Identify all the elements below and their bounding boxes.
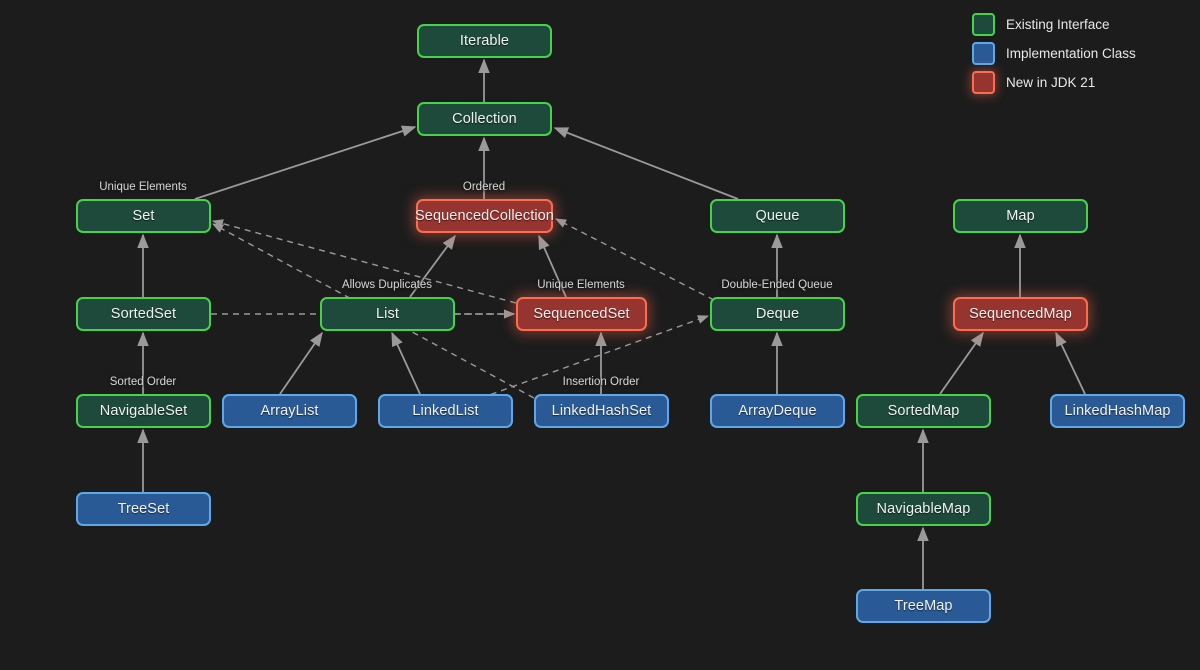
- node-label: ArrayDeque: [738, 402, 817, 419]
- node-label: SequencedMap: [969, 305, 1072, 322]
- edge-label: Ordered: [462, 181, 506, 193]
- node-label: LinkedHashMap: [1064, 402, 1171, 419]
- node-arraylist[interactable]: ArrayList: [222, 394, 357, 428]
- node-collection[interactable]: Collection: [417, 102, 552, 136]
- node-label: TreeMap: [894, 597, 953, 614]
- node-label: LinkedHashSet: [551, 402, 652, 419]
- edge-linkedhashset-to-set: [212, 223, 535, 399]
- node-sequencedset[interactable]: SequencedSet: [516, 297, 647, 331]
- node-label: Iterable: [459, 32, 510, 49]
- node-sequencedcollection[interactable]: SequencedCollection: [415, 199, 554, 233]
- node-label: SortedSet: [110, 305, 177, 322]
- edge-label: Unique Elements: [537, 279, 625, 291]
- edge-queue-to-collection: [553, 127, 739, 200]
- node-label: SortedMap: [887, 402, 960, 419]
- node-iterable[interactable]: Iterable: [417, 24, 552, 58]
- edge-label: Insertion Order: [562, 376, 640, 388]
- node-queue[interactable]: Queue: [710, 199, 845, 233]
- node-treemap[interactable]: TreeMap: [856, 589, 991, 623]
- edge-deque-to-sequencedcollection: [555, 218, 715, 301]
- node-label: SequencedSet: [533, 305, 630, 322]
- edge-sequencedset-to-sequencedcollection: [538, 234, 567, 298]
- node-linkedhashmap[interactable]: LinkedHashMap: [1050, 394, 1185, 428]
- edge-label: Sorted Order: [109, 376, 177, 388]
- node-sortedmap[interactable]: SortedMap: [856, 394, 991, 428]
- node-label: Set: [132, 207, 155, 224]
- node-label: SequencedCollection: [415, 207, 554, 224]
- node-label: TreeSet: [117, 500, 170, 517]
- legend-item-label: Implementation Class: [1006, 45, 1136, 61]
- node-label: Collection: [452, 110, 517, 127]
- node-label: Deque: [755, 305, 800, 322]
- node-linkedhashset[interactable]: LinkedHashSet: [534, 394, 669, 428]
- node-label: ArrayList: [260, 402, 319, 419]
- edge-sequencedset-to-set: [211, 219, 517, 304]
- node-label: List: [376, 305, 399, 322]
- edge-set-to-collection: [194, 125, 417, 200]
- edge-label: Unique Elements: [99, 181, 187, 193]
- legend-item-interface: Existing Interface: [972, 10, 1186, 39]
- legend-swatch-icon: [972, 13, 995, 36]
- node-linkedlist[interactable]: LinkedList: [378, 394, 513, 428]
- node-map[interactable]: Map: [953, 199, 1088, 233]
- node-deque[interactable]: Deque: [710, 297, 845, 331]
- legend-swatch-icon: [972, 42, 995, 65]
- legend-item-impl: Implementation Class: [972, 39, 1186, 68]
- edge-linkedlist-to-deque: [469, 315, 710, 403]
- edge-arraylist-to-list: [279, 331, 323, 395]
- node-label: NavigableSet: [99, 402, 188, 419]
- edge-linkedlist-to-list: [391, 331, 421, 395]
- node-label: Map: [1006, 207, 1035, 224]
- edge-label: Double-Ended Queue: [721, 279, 833, 291]
- legend-item-label: New in JDK 21: [1006, 74, 1096, 90]
- edge-list-to-sequencedcollection: [409, 234, 456, 298]
- edge-linkedhashmap-to-sequencedmap: [1055, 331, 1086, 395]
- legend-item-label: Existing Interface: [1006, 16, 1110, 32]
- legend-item-jdk21: New in JDK 21: [972, 68, 1186, 97]
- node-sortedset[interactable]: SortedSet: [76, 297, 211, 331]
- node-set[interactable]: Set: [76, 199, 211, 233]
- edge-sortedmap-to-sequencedmap: [939, 331, 984, 395]
- node-navigableset[interactable]: NavigableSet: [76, 394, 211, 428]
- node-label: LinkedList: [412, 402, 479, 419]
- edge-label: Allows Duplicates: [341, 279, 433, 291]
- node-arraydeque[interactable]: ArrayDeque: [710, 394, 845, 428]
- node-treeset[interactable]: TreeSet: [76, 492, 211, 526]
- node-label: Queue: [755, 207, 800, 224]
- node-list[interactable]: List: [320, 297, 455, 331]
- legend-swatch-icon: [972, 71, 995, 94]
- node-sequencedmap[interactable]: SequencedMap: [953, 297, 1088, 331]
- node-navigablemap[interactable]: NavigableMap: [856, 492, 991, 526]
- node-label: NavigableMap: [876, 500, 971, 517]
